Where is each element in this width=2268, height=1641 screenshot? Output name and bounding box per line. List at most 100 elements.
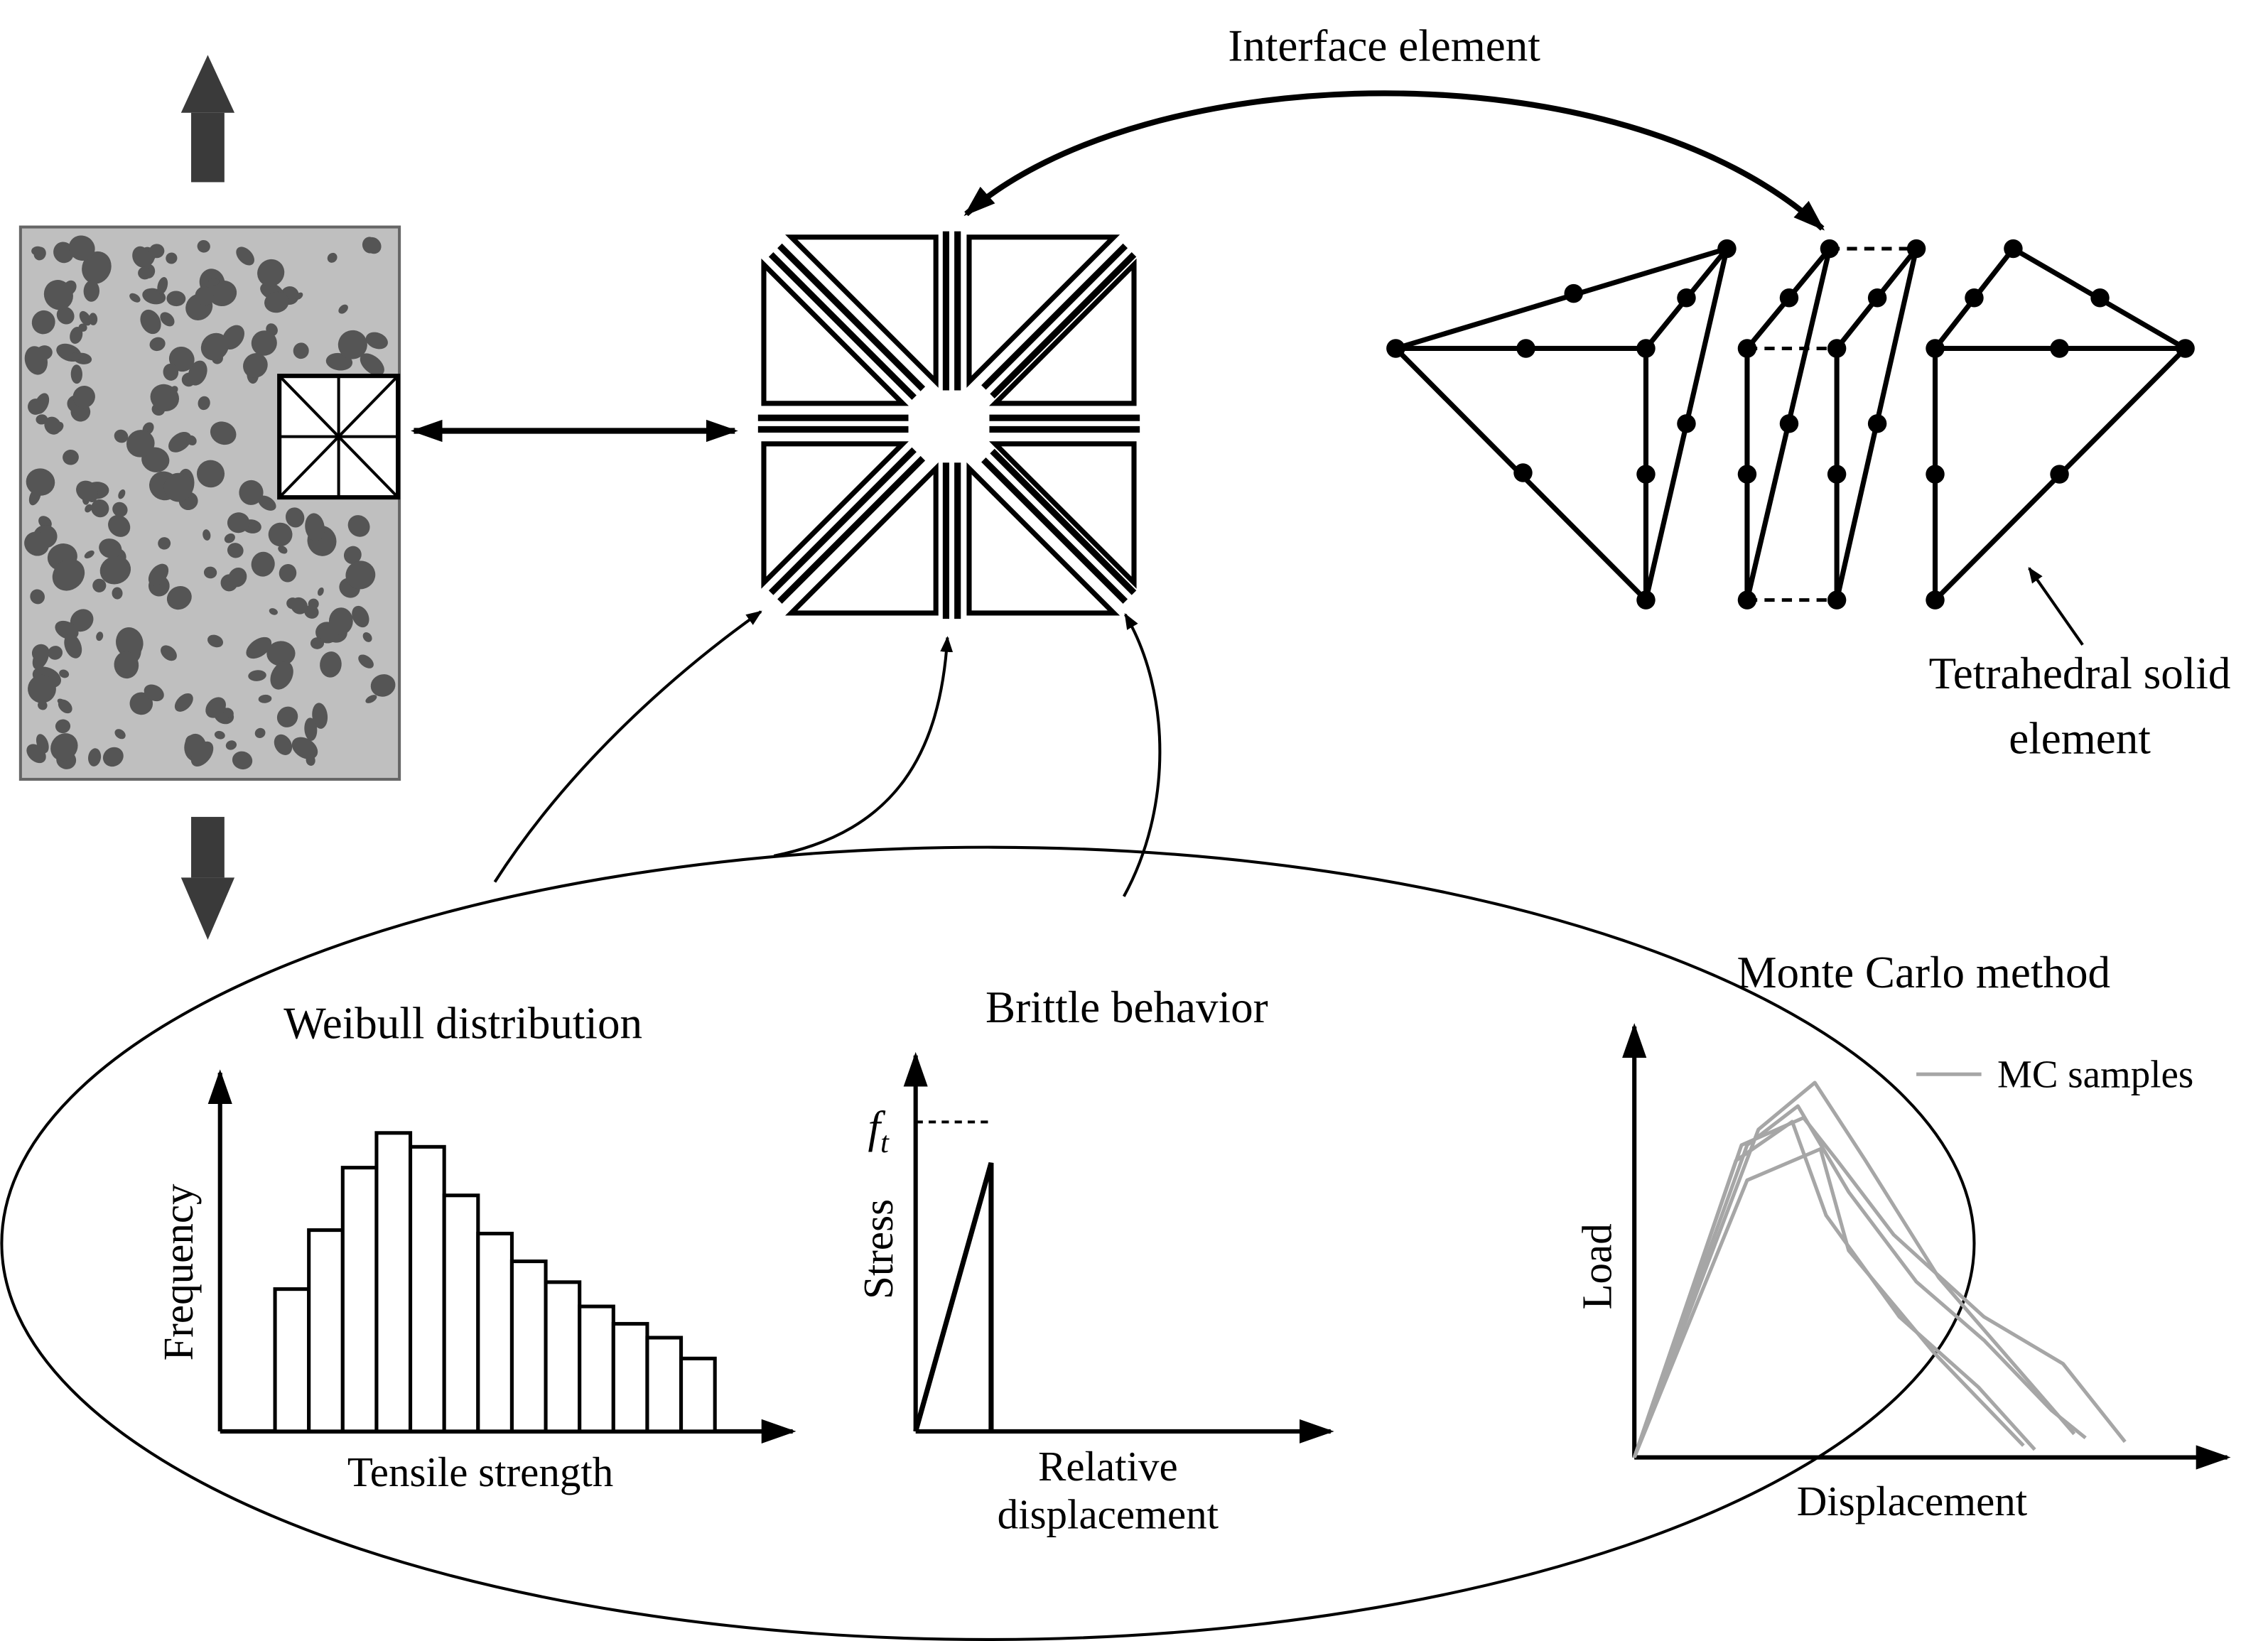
element-node (1564, 283, 1583, 303)
aggregate (210, 421, 237, 445)
aggregate (360, 353, 384, 376)
brittle-y-label: Stress (855, 1199, 902, 1299)
aggregate (129, 692, 153, 715)
aggregate (48, 646, 63, 660)
aggregate (197, 240, 210, 253)
aggregate (114, 429, 129, 443)
aggregate (83, 280, 99, 302)
ft-label: ft (868, 1103, 890, 1159)
aggregate (116, 627, 144, 659)
aggregate (99, 556, 131, 585)
aggregate (59, 669, 70, 678)
element-nodes (1386, 239, 2195, 610)
tetrahedral-label-line1: Tetrahedral solid (1929, 649, 2231, 698)
aggregate (161, 645, 177, 661)
mesh-triangle (785, 462, 939, 616)
mesh-triangle (785, 234, 939, 388)
aggregate (31, 310, 55, 335)
aggregate (305, 513, 325, 541)
aggregate (196, 460, 225, 488)
element-node (1737, 339, 1757, 358)
element-node (1827, 339, 1847, 358)
tetrahedral-label-line2: element (2009, 713, 2151, 763)
aggregate (129, 293, 141, 303)
aggregate (58, 699, 72, 714)
mc-sample-curve (1632, 1147, 2025, 1458)
aggregate (269, 608, 278, 615)
element-node (1779, 414, 1799, 433)
aggregate (304, 717, 318, 741)
aggregate (195, 286, 214, 306)
element-node (1636, 339, 1656, 358)
mesh-triangle (989, 441, 1137, 589)
interface-line (777, 455, 926, 604)
aggregate (243, 353, 268, 378)
aggregate (144, 684, 164, 702)
element-node (1636, 590, 1656, 610)
element-node (2050, 339, 2069, 358)
element-node (1677, 288, 1696, 308)
element-node (2176, 339, 2195, 358)
weibull-bar (374, 1131, 413, 1434)
aggregate (188, 360, 207, 386)
aggregate (257, 259, 285, 287)
aggregate (227, 512, 250, 534)
aggregate (112, 502, 128, 517)
tetrahedral-elements (1386, 239, 2195, 610)
weibull-bar (645, 1336, 684, 1434)
aggregate (306, 754, 315, 767)
brittle-title: Brittle behavior (986, 982, 1268, 1032)
aggregate (88, 748, 102, 767)
interface-element-label: Interface element (1228, 21, 1540, 70)
weibull-y-label: Frequency (155, 1184, 202, 1361)
aggregate (36, 345, 53, 360)
aggregate (28, 674, 56, 703)
aggregate (338, 330, 367, 359)
aggregate (370, 674, 396, 697)
aggregate (92, 578, 107, 592)
mesh-triangle (761, 258, 909, 406)
weibull-chart: Weibull distribution Frequency Tensile s… (155, 998, 796, 1495)
interface-line (777, 243, 926, 391)
aggregate (84, 550, 94, 559)
weibull-bar (307, 1228, 345, 1434)
weibull-bar (340, 1166, 379, 1434)
aggregate (279, 563, 297, 583)
brittle-x-label-line1: Relative (1038, 1443, 1178, 1490)
aggregate (68, 235, 95, 261)
mesh-triangle (966, 462, 1120, 616)
aggregate (251, 551, 275, 577)
aggregate (295, 292, 303, 300)
aggregate (347, 515, 370, 537)
aggregate (278, 546, 288, 554)
aggregate (345, 560, 376, 590)
aggregate (200, 332, 229, 361)
weibull-bar (476, 1231, 514, 1434)
aggregate (291, 597, 308, 614)
pointer-arrow (493, 610, 762, 883)
element-node (1926, 465, 1945, 484)
weibull-bar (509, 1260, 548, 1434)
weibull-bar (544, 1280, 582, 1434)
brittle-chart: Brittle behavior ft Stress Relative disp… (855, 982, 1334, 1537)
aggregate (79, 310, 92, 326)
aggregate (203, 566, 217, 579)
specimen (18, 225, 401, 781)
mc-curves (1632, 1081, 2127, 1458)
aggregate (166, 252, 178, 264)
aggregate (28, 399, 44, 415)
aggregate (228, 567, 247, 587)
aggregate (365, 332, 388, 350)
element-node (1827, 590, 1847, 610)
aggregate (43, 280, 73, 310)
aggregate (69, 352, 81, 361)
weibull-bars (273, 1131, 717, 1434)
aggregate (99, 538, 122, 558)
element-node (1717, 239, 1737, 259)
aggregate (158, 537, 171, 550)
aggregate (338, 304, 348, 314)
aggregate (214, 730, 225, 740)
aggregate (274, 734, 293, 755)
weibull-title: Weibull distribution (284, 998, 642, 1048)
aggregate (26, 744, 46, 764)
